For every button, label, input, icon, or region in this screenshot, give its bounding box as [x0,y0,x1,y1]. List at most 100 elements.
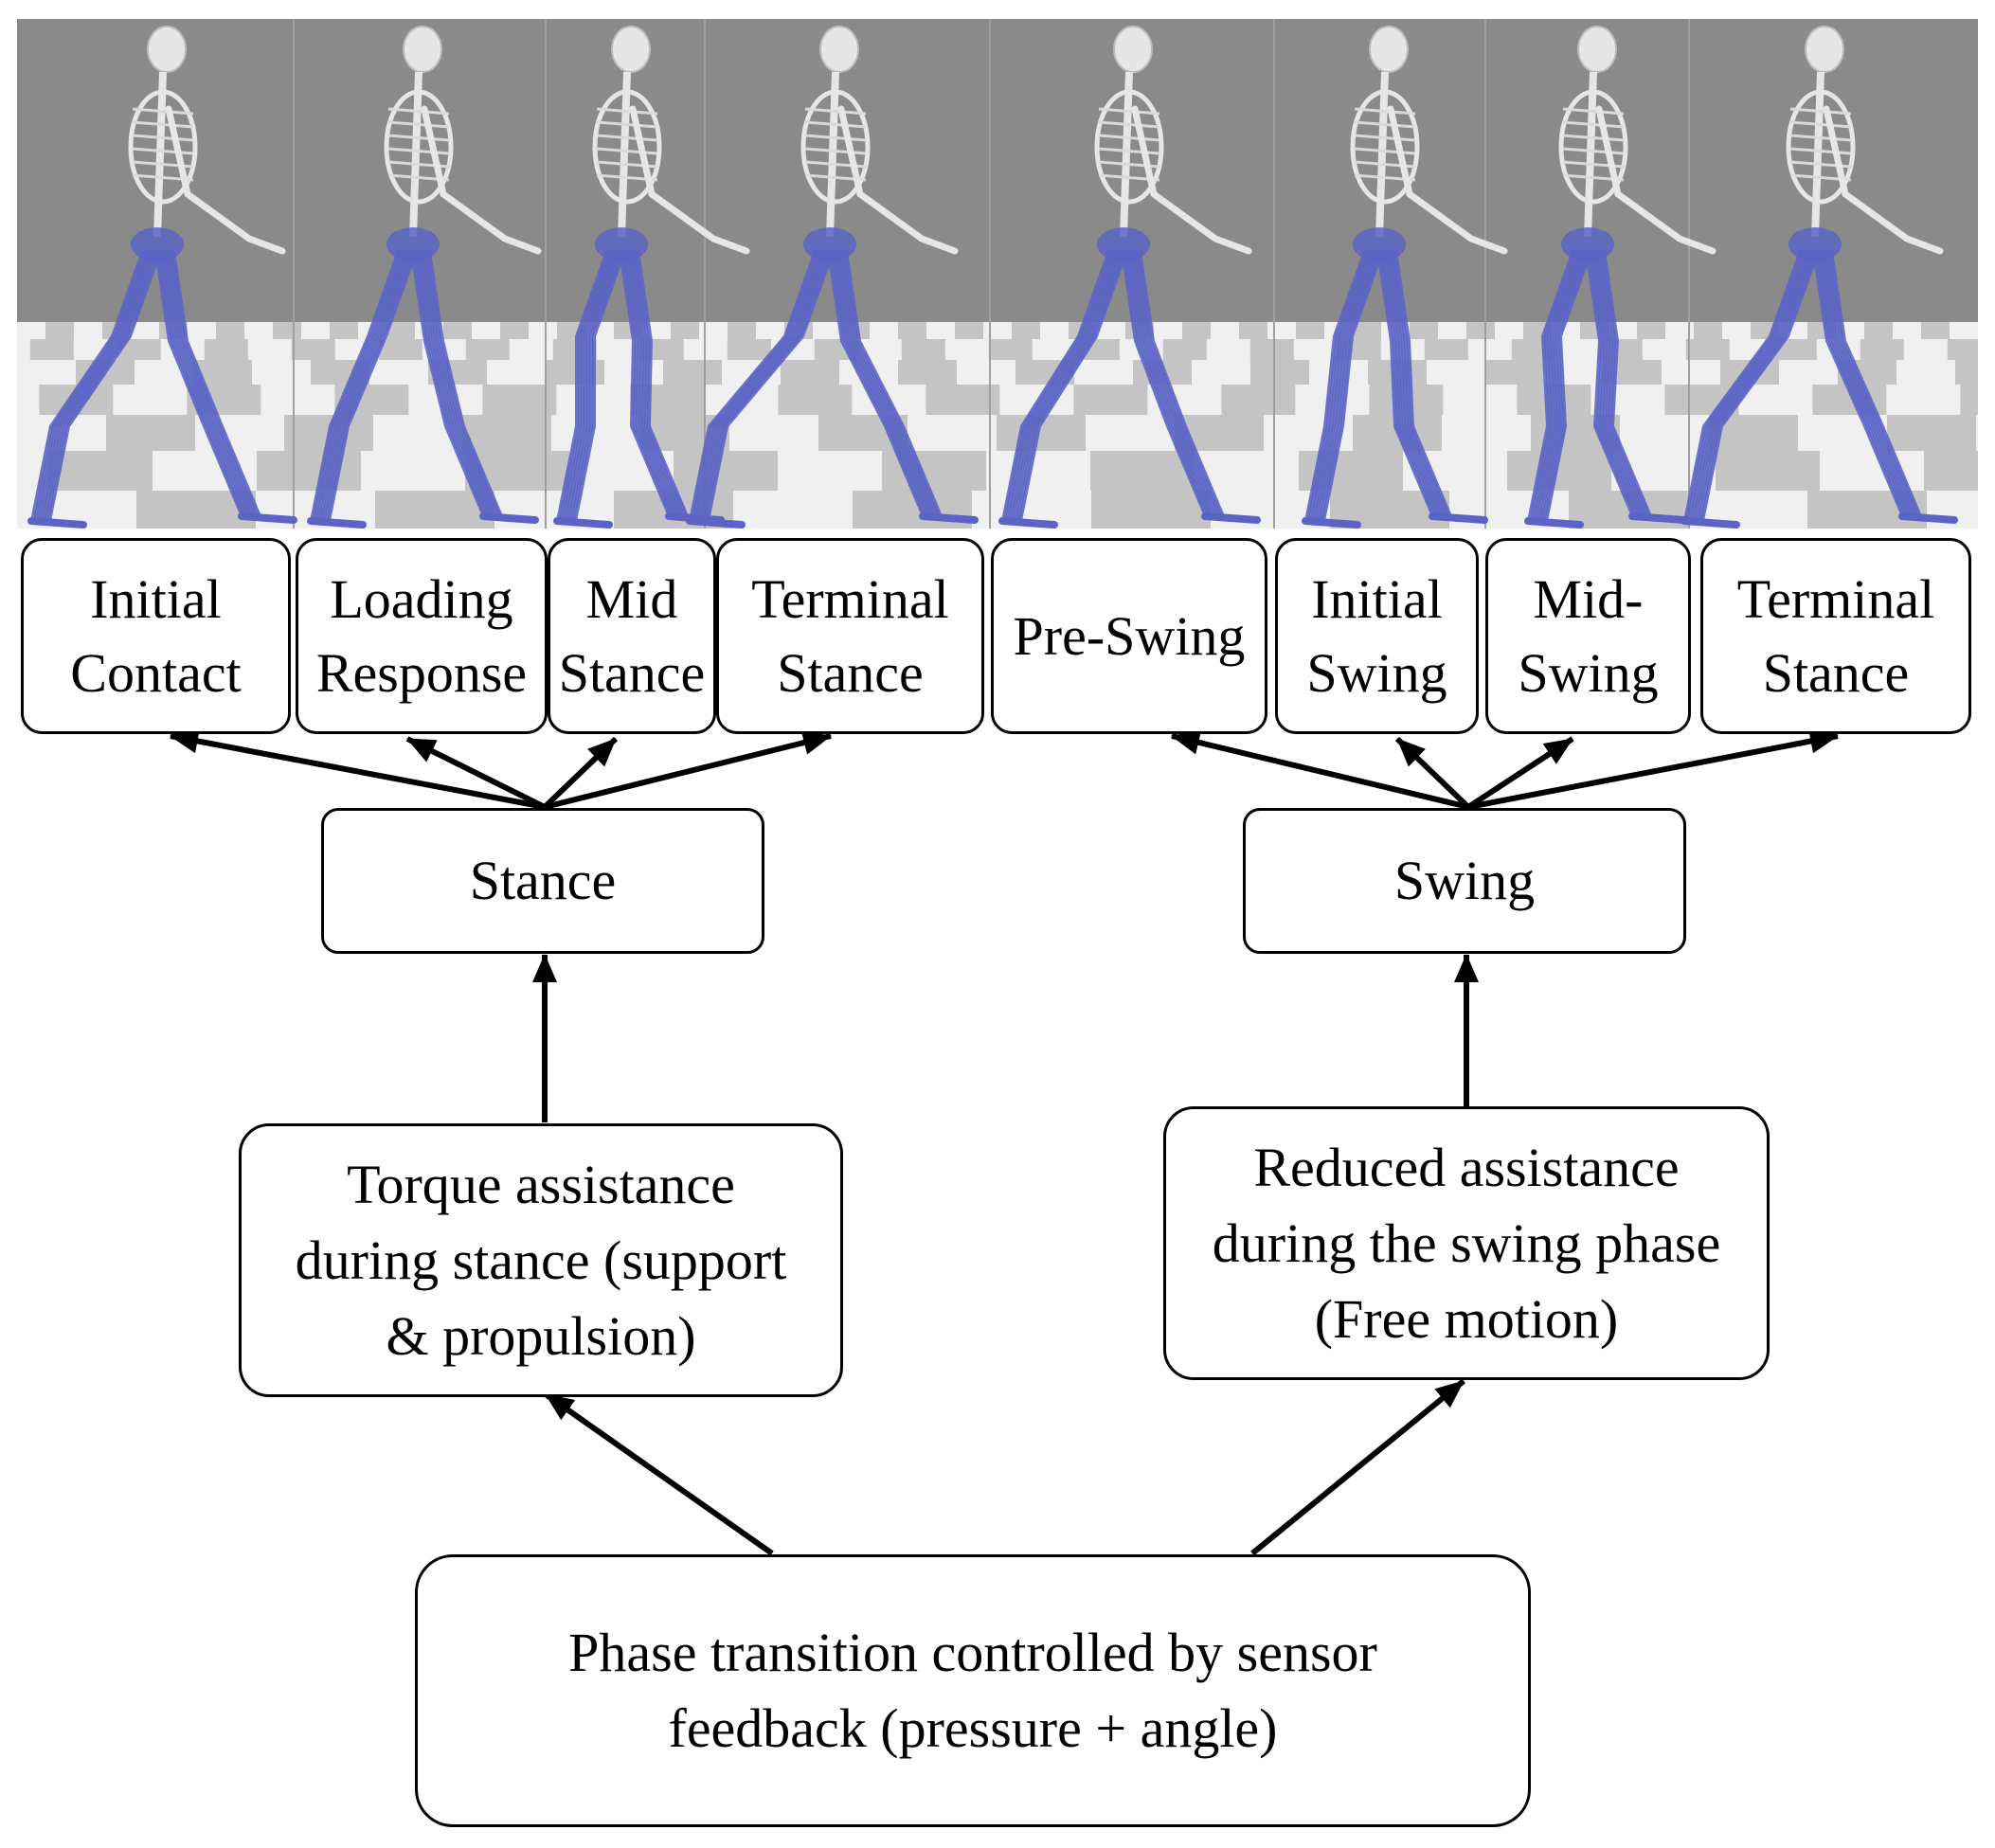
floor-tile [45,322,74,339]
swing-group-box: Swing [1243,808,1686,954]
floor-tile [898,360,957,385]
musculoskeletal-simulation-strip [17,19,1978,529]
floor-tile [48,451,153,491]
phase-label: Initial Contact [70,567,242,704]
floor-tile [671,322,699,339]
floor-tile [29,339,74,360]
floor-tile [1182,322,1211,339]
floor-tile [1864,322,1893,339]
torque-assistance-box: Torque assistance during stance (support… [239,1123,843,1397]
floor-tile [1221,385,1296,415]
floor-tile [1239,322,1267,339]
skeleton-figure [27,26,297,529]
floor-tile [1685,339,1730,360]
floor-tile [1091,491,1211,529]
stance-label: Stance [469,850,617,911]
arrow-control-to-torque [544,1391,774,1556]
walking-figures [27,26,1958,529]
arrow-swing-to-mid-swing [1466,736,1574,810]
floor-tile [781,360,839,385]
phase-box-mid-stance: Mid Stance [548,538,716,734]
floor-tile [378,339,422,360]
phase-box-loading-response: Loading Response [296,538,548,734]
floor-tile [204,339,248,360]
skeleton-figure [1524,26,1716,529]
floor-tile [663,360,722,385]
reduced-assistance-box: Reduced assistance during the swing phas… [1163,1106,1770,1380]
floor-tile [1012,322,1040,339]
arrow-swing-to-terminal-stance [1467,728,1839,810]
floor-tile [1887,415,1976,451]
floor-tile [728,322,756,339]
floor-tile [1353,322,1381,339]
skeleton-figure [307,26,542,529]
phase-box-initial-swing: Initial Swing [1275,538,1479,734]
phase-label: Initial Swing [1306,567,1447,704]
floor-tile [1694,322,1722,339]
torque-assistance-text: Torque assistance during stance (support… [295,1153,787,1367]
phase-label: Mid Stance [558,567,706,704]
skeleton-figure [1302,26,1508,529]
floor-tile [1410,322,1438,339]
phase-transition-control-box: Phase transition controlled by sensor fe… [415,1554,1531,1827]
floor-tile [106,415,195,451]
phase-box-terminal-stance: Terminal Stance [716,538,984,734]
arrow-control-to-reduced [1250,1378,1465,1556]
floor-tile [500,322,529,339]
floor-tile [988,339,1033,360]
floor-tile [1860,339,1904,360]
floor-tile [117,339,161,360]
floor-tile [386,322,415,339]
floor-tile [1960,385,1978,415]
floor-tile [955,322,983,339]
phase-label: Pre-Swing [1013,604,1246,667]
floor-tile [1296,322,1324,339]
floor-tile [1921,322,1950,339]
swing-label: Swing [1393,850,1536,911]
floor-tile [926,385,1000,415]
floor-tile [482,385,557,415]
sky-background [17,19,1978,322]
floor-tile [1637,322,1665,339]
phase-transition-text: Phase transition controlled by sensor fe… [568,1622,1377,1759]
floor-tile [1073,385,1148,415]
arrow-swing-to-initial-swing [1394,736,1471,810]
arrow-stance-to-initial-contact [170,728,546,810]
floor-tile [1250,360,1309,385]
phase-label: Mid- Swing [1518,567,1659,704]
floor-tile [1716,451,1820,491]
floor-tile [727,339,771,360]
floor-tile [465,339,510,360]
floor-tile [291,339,335,360]
floor-tile [1466,322,1495,339]
floor-tile [443,322,472,339]
skeleton-figure [553,26,750,529]
floor-tile [778,385,853,415]
floor-tile [898,322,926,339]
floor-tile [1249,339,1294,360]
phase-box-terminal-stance-2: Terminal Stance [1700,538,1971,734]
phase-label: Terminal Stance [751,567,949,704]
phase-box-pre-swing: Pre-Swing [991,538,1267,734]
reduced-assistance-text: Reduced assistance during the swing phas… [1212,1136,1721,1350]
arrow-stance-to-mid-stance [542,736,619,810]
floor-tile [1424,339,1468,360]
phase-box-mid-swing: Mid- Swing [1485,538,1691,734]
skeleton-figure [686,26,979,529]
arrow-swing-to-pre-swing [1171,730,1469,810]
floor-tile [901,339,945,360]
stance-group-box: Stance [321,808,764,954]
floor-tile [330,322,358,339]
floor-tile [674,451,778,491]
floor-tile [1772,339,1817,360]
floor-tile [1924,451,1978,491]
phase-label: Loading Response [315,567,528,704]
skeleton-figure [998,26,1261,529]
floor-tile [1485,360,1544,385]
floor-tile [1955,360,1978,385]
phase-label: Terminal Stance [1736,567,1935,704]
floor-tile [462,415,551,451]
floor-tile [257,451,361,491]
